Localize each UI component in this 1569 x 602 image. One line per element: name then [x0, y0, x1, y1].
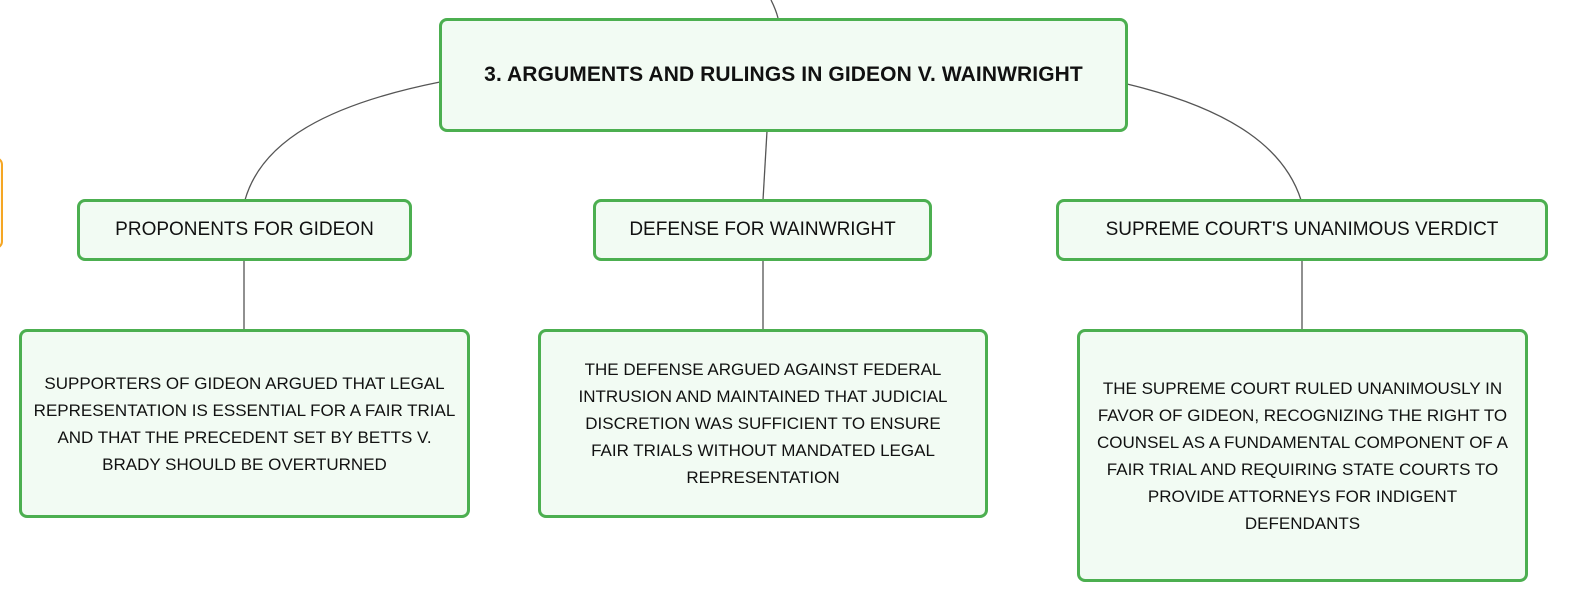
detail-text-defense: THE DEFENSE ARGUED AGAINST FEDERAL INTRU… — [578, 360, 948, 487]
branch-label-proponents: PROPONENTS FOR GIDEON — [115, 219, 374, 240]
branch-node-proponents[interactable]: PROPONENTS FOR GIDEON — [77, 199, 412, 261]
connector-root-to-proponents — [244, 81, 441, 201]
detail-text-verdict: THE SUPREME COURT RULED UNANIMOUSLY IN F… — [1097, 378, 1508, 533]
root-topic-node[interactable]: 3. ARGUMENTS AND RULINGS IN GIDEON V. WA… — [439, 18, 1128, 132]
branch-node-verdict[interactable]: SUPREME COURT'S UNANIMOUS VERDICT — [1056, 199, 1548, 261]
connector-root-to-defense — [762, 130, 768, 201]
detail-node-defense[interactable]: THE DEFENSE ARGUED AGAINST FEDERAL INTRU… — [538, 329, 988, 518]
connector-root-to-verdict — [1126, 83, 1302, 201]
root-topic-label: 3. ARGUMENTS AND RULINGS IN GIDEON V. WA… — [484, 63, 1083, 86]
offscreen-node-edge[interactable] — [0, 157, 3, 249]
connector-parent-to-root — [770, 0, 779, 19]
branch-label-defense: DEFENSE FOR WAINWRIGHT — [629, 219, 896, 240]
detail-node-proponents[interactable]: SUPPORTERS OF GIDEON ARGUED THAT LEGAL R… — [19, 329, 470, 518]
detail-text-proponents: SUPPORTERS OF GIDEON ARGUED THAT LEGAL R… — [33, 373, 456, 474]
branch-label-verdict: SUPREME COURT'S UNANIMOUS VERDICT — [1105, 219, 1499, 240]
branch-node-defense[interactable]: DEFENSE FOR WAINWRIGHT — [593, 199, 932, 261]
detail-node-verdict[interactable]: THE SUPREME COURT RULED UNANIMOUSLY IN F… — [1077, 329, 1528, 582]
